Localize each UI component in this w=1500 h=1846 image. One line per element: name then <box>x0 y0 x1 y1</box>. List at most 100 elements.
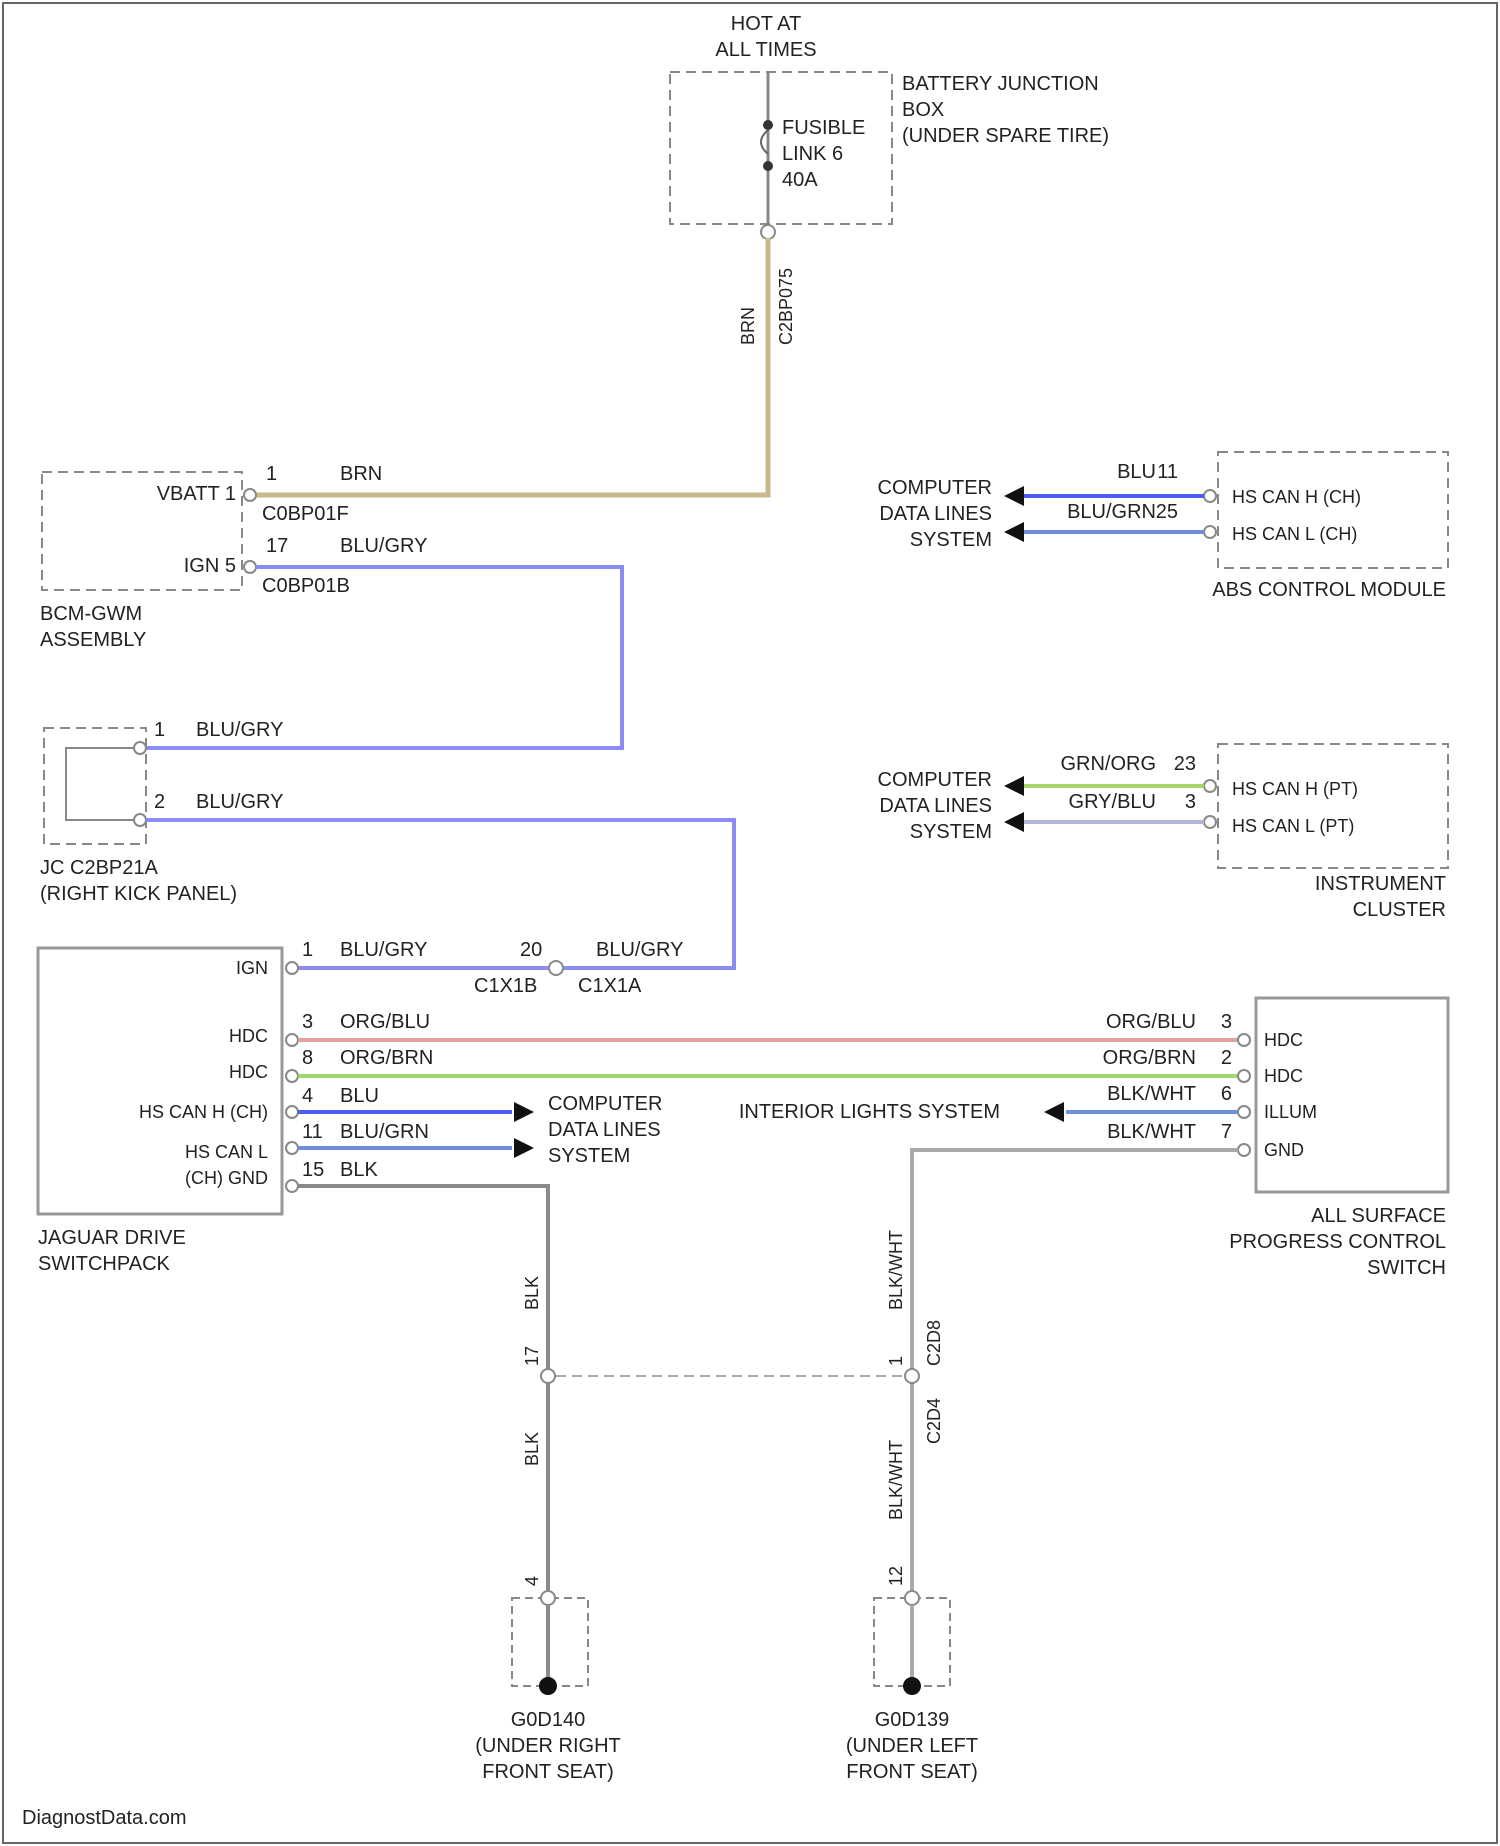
ground-left-pin-lower: 12 <box>886 1566 906 1586</box>
cluster-data-lines-1: COMPUTER <box>878 769 992 791</box>
switchpack-pin3-num: 3 <box>302 1011 313 1033</box>
jc-internal-bridge <box>66 748 140 820</box>
aspc-label-2: PROGRESS CONTROL <box>1229 1231 1446 1253</box>
bcm-wire1-color: BRN <box>340 463 382 485</box>
bjb-wire-color: BRN <box>738 307 758 345</box>
cluster-pin2-name: HS CAN L (PT) <box>1232 816 1354 836</box>
ground-right-lower-color: BLK <box>522 1432 542 1466</box>
bcm-conn1: C0BP01F <box>262 503 349 525</box>
aspc-pin2-color: ORG/BRN <box>1103 1047 1196 1069</box>
interior-lights-label: INTERIOR LIGHTS SYSTEM <box>739 1101 1000 1123</box>
wire-aspc-gnd <box>912 1150 1238 1590</box>
abs-data-lines-3: SYSTEM <box>910 529 992 551</box>
watermark: DiagnostData.com <box>22 1807 187 1829</box>
ground-left-label-2: (UNDER LEFT <box>846 1735 978 1757</box>
ground-left-terminal <box>905 1591 919 1605</box>
switchpack-pin-canl: HS CAN L <box>185 1142 268 1162</box>
switchpack-pin15-terminal <box>286 1180 298 1192</box>
bcm-pin5-terminal <box>244 561 256 573</box>
abs-pin1-num: 11 <box>1157 461 1178 483</box>
aspc-pin7-color: BLK/WHT <box>1107 1121 1196 1143</box>
switchpack-pin8-color: ORG/BRN <box>340 1047 433 1069</box>
aspc-pin-gnd: GND <box>1264 1140 1304 1160</box>
bcm-wire2-color: BLU/GRY <box>340 535 427 557</box>
ground-right-icon <box>539 1677 557 1695</box>
switchpack-pin15-num: 15 <box>302 1159 324 1181</box>
aspc-pin-illum: ILLUM <box>1264 1102 1317 1122</box>
fuse-label-2: LINK 6 <box>782 143 843 165</box>
switchpack-pin8-num: 8 <box>302 1047 313 1069</box>
aspc-pin6-color: BLK/WHT <box>1107 1083 1196 1105</box>
switchpack-pin11-num: 11 <box>302 1121 323 1143</box>
jc-color2: BLU/GRY <box>196 791 283 813</box>
abs-pin1-name: HS CAN H (CH) <box>1232 487 1361 507</box>
ground-right-pin-lower: 4 <box>522 1576 542 1586</box>
cluster-label-1: INSTRUMENT <box>1315 873 1446 895</box>
switchpack-data-lines-2: DATA LINES <box>548 1119 661 1141</box>
cluster-pin1-terminal <box>1204 780 1216 792</box>
ground-left-label-1: G0D139 <box>875 1709 950 1731</box>
aspc-pin-hdc2: HDC <box>1264 1066 1303 1086</box>
abs-arrow-1-icon <box>1004 486 1024 506</box>
aspc-label-3: SWITCH <box>1367 1257 1446 1279</box>
abs-pin1-color: BLU <box>1117 461 1156 483</box>
switchpack-pin1-color: BLU/GRY <box>340 939 427 961</box>
cluster-data-lines-2: DATA LINES <box>879 795 992 817</box>
switchpack-pin1-num: 1 <box>302 939 313 961</box>
switchpack-pin3-color: ORG/BLU <box>340 1011 430 1033</box>
ground-left-lower-color: BLK/WHT <box>886 1440 906 1520</box>
aspc-pin-hdc1: HDC <box>1264 1030 1303 1050</box>
bcm-label-2: ASSEMBLY <box>40 629 146 651</box>
cluster-arrow-2-icon <box>1004 812 1024 832</box>
aspc-pin7-terminal <box>1238 1144 1250 1156</box>
aspc-box <box>1256 998 1448 1192</box>
ground-left-icon <box>903 1677 921 1695</box>
switchpack-pin4-color: BLU <box>340 1085 379 1107</box>
battery-junction-box <box>670 72 892 224</box>
ground-left-connector <box>905 1369 919 1383</box>
inline-conn-a: C1X1B <box>474 975 537 997</box>
ground-right-upper-color: BLK <box>522 1276 542 1310</box>
cluster-label-2: CLUSTER <box>1353 899 1446 921</box>
cluster-pin2-num: 3 <box>1185 791 1196 813</box>
switchpack-label-2: SWITCHPACK <box>38 1253 171 1275</box>
abs-pin2-terminal <box>1204 526 1216 538</box>
bcm-pin1-terminal <box>244 489 256 501</box>
abs-pin1-terminal <box>1204 490 1216 502</box>
bcm-pin-vbatt: VBATT 1 <box>157 483 236 505</box>
jc-pin1: 1 <box>154 719 165 741</box>
cluster-pin1-num: 23 <box>1174 753 1196 775</box>
jc-box <box>44 728 146 844</box>
ground-left-conn-upper: C2D8 <box>924 1320 944 1366</box>
switchpack-pin-gnd: (CH) GND <box>185 1168 268 1188</box>
aspc-pin3-num: 3 <box>1221 1011 1232 1033</box>
cluster-data-lines-3: SYSTEM <box>910 821 992 843</box>
ground-right-label-2: (UNDER RIGHT <box>475 1735 621 1757</box>
jc-color1: BLU/GRY <box>196 719 283 741</box>
abs-label: ABS CONTROL MODULE <box>1212 579 1446 601</box>
wire-switchpack-gnd <box>298 1186 548 1590</box>
aspc-pin6-terminal <box>1238 1106 1250 1118</box>
switchpack-pin8-terminal <box>286 1070 298 1082</box>
abs-data-lines-2: DATA LINES <box>879 503 992 525</box>
ground-right-pin-upper: 17 <box>522 1346 542 1366</box>
cluster-arrow-1-icon <box>1004 776 1024 796</box>
switchpack-pin4-terminal <box>286 1106 298 1118</box>
abs-arrow-2-icon <box>1004 522 1024 542</box>
ground-left-upper-color: BLK/WHT <box>886 1230 906 1310</box>
switchpack-data-lines-1: COMPUTER <box>548 1093 662 1115</box>
cluster-box <box>1218 744 1448 868</box>
fuse-label-3: 40A <box>782 169 818 191</box>
diagram-frame <box>3 3 1497 1843</box>
abs-data-lines-1: COMPUTER <box>878 477 992 499</box>
ground-left-pin-upper: 1 <box>886 1356 906 1366</box>
ground-left-label-3: FRONT SEAT) <box>846 1761 977 1783</box>
bcm-pin-ign: IGN 5 <box>184 555 236 577</box>
jc-label-2: (RIGHT KICK PANEL) <box>40 883 237 905</box>
switchpack-arrow-1-icon <box>514 1102 534 1122</box>
ground-right-connector <box>541 1369 555 1383</box>
switchpack-pin11-terminal <box>286 1142 298 1154</box>
bjb-connector <box>761 225 775 239</box>
bcm-wire1-pin: 1 <box>266 463 277 485</box>
cluster-pin2-color: GRY/BLU <box>1069 791 1156 813</box>
